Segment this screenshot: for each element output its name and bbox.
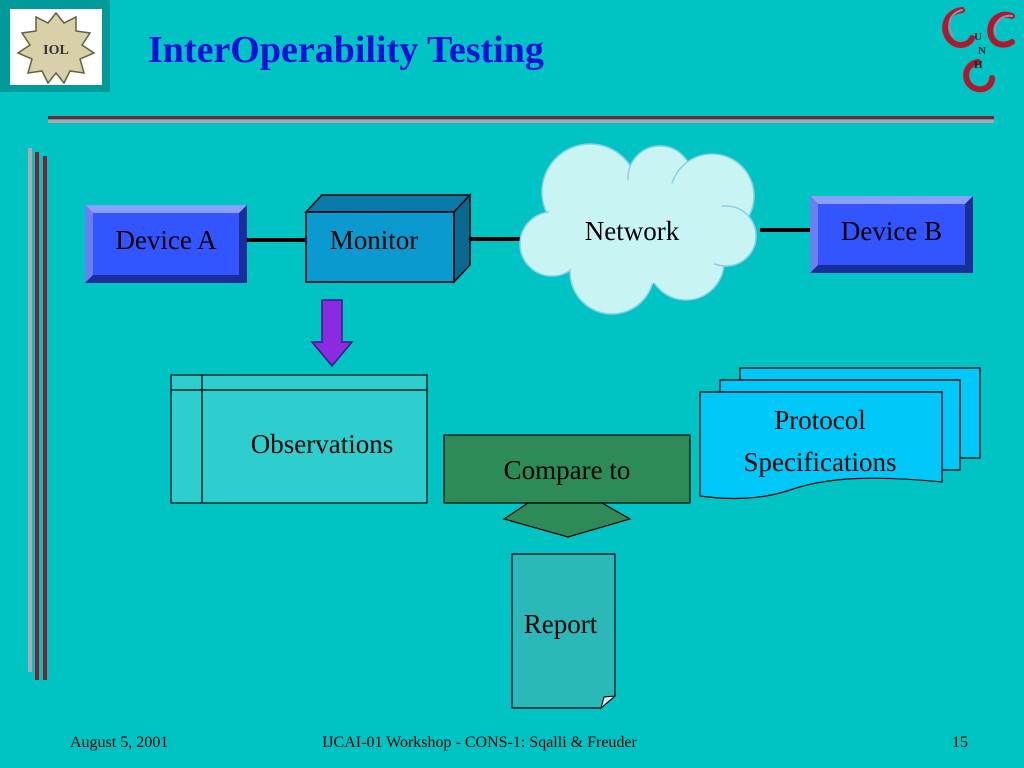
device-a-box bbox=[85, 205, 247, 283]
unh-letter-n: N bbox=[978, 45, 986, 57]
device-a-label: Device A bbox=[115, 225, 217, 255]
report-label: Report bbox=[523, 609, 598, 639]
device-b-box bbox=[810, 196, 973, 273]
report-document bbox=[511, 553, 617, 710]
protocol-label-line1: Protocol bbox=[774, 405, 866, 435]
observations-label: Observations bbox=[250, 429, 394, 459]
title-rule-gray bbox=[48, 120, 994, 123]
monitor-box bbox=[304, 193, 472, 284]
footer-center: IJCAI-01 Workshop - CONS-1: Sqalli & Fre… bbox=[322, 734, 637, 751]
device-b-label: Device B bbox=[840, 216, 943, 246]
footer-date: August 5, 2001 bbox=[70, 734, 169, 751]
compare-label: Compare to bbox=[503, 455, 631, 485]
iol-logo: IOL bbox=[10, 9, 102, 85]
network-cloud bbox=[519, 143, 757, 315]
gear-icon: IOL bbox=[16, 11, 96, 85]
slide-title: InterOperability Testing bbox=[148, 29, 544, 71]
side-rule-red-2 bbox=[43, 156, 47, 680]
side-rule-red-1 bbox=[35, 152, 39, 680]
unh-logo: U N H bbox=[934, 2, 1020, 94]
arrow-down-icon bbox=[310, 299, 354, 368]
footer-page-number: 15 bbox=[952, 734, 968, 751]
protocol-documents bbox=[699, 367, 981, 500]
compare-box bbox=[443, 434, 691, 538]
side-rule-gray bbox=[28, 148, 32, 672]
unh-letter-h: H bbox=[974, 59, 983, 71]
network-label: Network bbox=[584, 216, 680, 246]
title-rule-red bbox=[48, 116, 994, 119]
unh-letter-u: U bbox=[974, 31, 982, 43]
protocol-label-line2: Specifications bbox=[743, 447, 897, 477]
iol-logo-text: IOL bbox=[43, 43, 69, 58]
monitor-label: Monitor bbox=[329, 225, 419, 255]
unh-swirl-icon: U N H bbox=[942, 7, 1015, 93]
observations-box bbox=[170, 374, 428, 504]
